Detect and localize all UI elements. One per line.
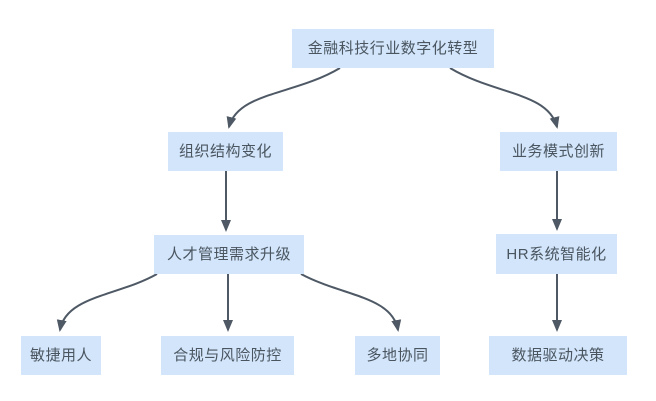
node-fintech-digital-transformation: 金融科技行业数字化转型 xyxy=(292,29,494,68)
edge-talent-to-agile xyxy=(56,273,158,332)
node-hr-system-intelligence: HR系统智能化 xyxy=(496,234,617,274)
node-business-model-innovation: 业务模式创新 xyxy=(500,132,617,171)
node-compliance-risk-control: 合规与风险防控 xyxy=(161,336,294,375)
node-agile-staffing: 敏捷用人 xyxy=(21,336,101,375)
node-multi-location-collaboration: 多地协同 xyxy=(355,336,440,375)
node-talent-management-upgrade: 人才管理需求升级 xyxy=(154,235,304,274)
edge-talent-to-multi xyxy=(300,273,402,332)
node-org-structure-change: 组织结构变化 xyxy=(168,132,283,171)
edge-root-to-org xyxy=(226,67,341,129)
edge-root-to-biz xyxy=(449,67,560,129)
node-data-driven-decision: 数据驱动决策 xyxy=(489,336,627,375)
